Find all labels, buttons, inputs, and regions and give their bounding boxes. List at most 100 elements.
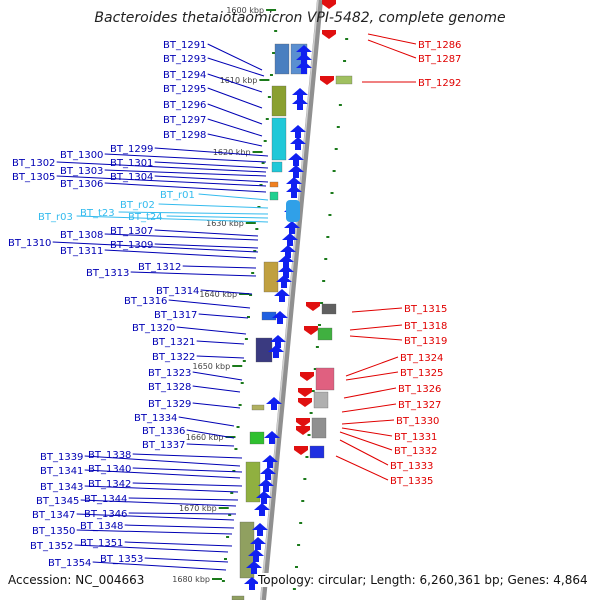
gene-label-left: BT_1342 xyxy=(88,479,131,490)
kbp-tick-label: 1660 kbp xyxy=(186,433,224,442)
rail-tick-left xyxy=(255,228,259,230)
gene-label-left: BT_1305 xyxy=(12,172,55,183)
kbp-tick-label: 1620 kbp xyxy=(213,148,251,157)
label-leader-right xyxy=(341,427,393,437)
gene-label-right: BT_1327 xyxy=(398,400,441,411)
rail-tick-left xyxy=(259,184,263,186)
gene-label-right: BT_1292 xyxy=(418,78,461,89)
gene-label-right: BT_1287 xyxy=(418,54,461,65)
rna-gene-block xyxy=(286,200,300,222)
label-leader-right xyxy=(345,371,399,381)
rail-tick-left xyxy=(221,580,225,582)
label-leader-left xyxy=(132,482,243,487)
gene-label-left: BT_1347 xyxy=(32,510,75,521)
rail-tick-right xyxy=(297,544,301,546)
gene-arrow-reverse xyxy=(294,446,308,455)
gene-label-left: BT_1300 xyxy=(60,150,103,161)
gene-arrow xyxy=(288,165,304,178)
rail-tick-left xyxy=(246,316,250,318)
gene-arrow xyxy=(276,275,292,288)
gene-label-left: BT_1304 xyxy=(110,172,153,183)
gene-label-left: BT_1306 xyxy=(60,179,103,190)
rail-tick-left xyxy=(236,426,240,428)
label-leader-left xyxy=(84,469,241,479)
label-leader-left xyxy=(124,541,233,547)
gene-label-left: BT_r02 xyxy=(120,200,155,211)
rail-tick-right xyxy=(326,236,330,238)
label-leader-left xyxy=(154,161,269,169)
kbp-tick-label: 1610 kbp xyxy=(220,76,258,85)
rail-tick-left xyxy=(223,558,227,560)
gene-label-left: BT_1343 xyxy=(40,482,83,493)
gene-arrow xyxy=(296,61,312,74)
rail-tick-left xyxy=(232,470,236,472)
rail-tick-right xyxy=(303,478,307,480)
rail-tick-right xyxy=(338,104,342,106)
gene-arrow xyxy=(250,537,266,550)
label-leader-left xyxy=(207,43,263,71)
rail-tick-right xyxy=(311,390,315,392)
gene-arrow xyxy=(286,177,302,190)
gene-arrow xyxy=(258,479,274,492)
gene-box xyxy=(239,521,255,579)
gene-label-left: BT_t24 xyxy=(128,212,163,223)
gene-label-left: BT_1313 xyxy=(86,268,129,279)
gene-label-right: BT_1318 xyxy=(404,321,447,332)
label-leader-left xyxy=(168,299,251,309)
label-leader-left xyxy=(207,57,265,77)
gene-box-reverse xyxy=(335,75,353,85)
gene-arrow xyxy=(290,125,306,138)
rail-tick-left xyxy=(272,52,276,54)
gene-label-left: BT_1328 xyxy=(148,382,191,393)
gene-box xyxy=(274,43,290,75)
kbp-tick-mark xyxy=(259,79,270,81)
gene-arrow-reverse xyxy=(300,372,314,381)
gene-arrow xyxy=(268,345,284,358)
rail-tick-right xyxy=(299,522,303,524)
gene-label-left: BT_1334 xyxy=(134,413,177,424)
gene-arrow xyxy=(290,137,306,150)
gene-box-reverse xyxy=(311,417,327,439)
rail-tick-right xyxy=(343,60,347,62)
gene-label-right: BT_1325 xyxy=(400,368,443,379)
gene-arrow xyxy=(252,523,268,536)
rail-tick-right xyxy=(324,258,328,260)
kbp-tick-label: 1680 kbp xyxy=(172,575,210,584)
rail-tick-left xyxy=(234,448,238,450)
label-leader-right xyxy=(339,439,389,466)
gene-label-left: BT_1298 xyxy=(163,130,206,141)
gene-label-left: BT_1311 xyxy=(60,246,103,257)
label-leader-left xyxy=(104,182,267,193)
label-leader-left xyxy=(132,467,243,473)
label-leader-right xyxy=(349,335,403,341)
rail-tick-right xyxy=(307,434,311,436)
gene-box-reverse xyxy=(313,391,329,409)
label-leader-right xyxy=(349,324,403,331)
label-leader-left xyxy=(198,193,269,201)
label-leader-left xyxy=(76,215,269,223)
gene-label-left: BT_1303 xyxy=(60,166,103,177)
label-leader-right xyxy=(335,455,389,481)
rail-tick-right xyxy=(328,214,332,216)
kbp-tick-mark xyxy=(252,151,263,153)
gene-label-left: BT_1338 xyxy=(88,450,131,461)
kbp-tick-label: 1650 kbp xyxy=(193,362,231,371)
gene-label-left: BT_1345 xyxy=(36,496,79,507)
genome-title: Bacteroides thetaiotaomicron VPI-5482, c… xyxy=(94,10,506,26)
gene-label-left: BT_1296 xyxy=(163,100,206,111)
label-leader-right xyxy=(339,431,393,451)
gene-label-right: BT_1331 xyxy=(394,432,437,443)
gene-arrow-reverse xyxy=(306,302,320,311)
gene-arrow xyxy=(288,153,304,166)
label-leader-right xyxy=(351,307,403,313)
gene-label-left: BT_1320 xyxy=(132,323,175,334)
gene-arrow xyxy=(292,97,308,110)
gene-arrow-reverse xyxy=(296,418,310,427)
rail-tick-left xyxy=(242,360,246,362)
label-leader-left xyxy=(207,87,263,109)
gene-arrow xyxy=(266,397,282,410)
gene-box xyxy=(271,161,283,173)
kbp-tick-mark xyxy=(232,365,243,367)
rail-tick-right xyxy=(330,192,334,194)
